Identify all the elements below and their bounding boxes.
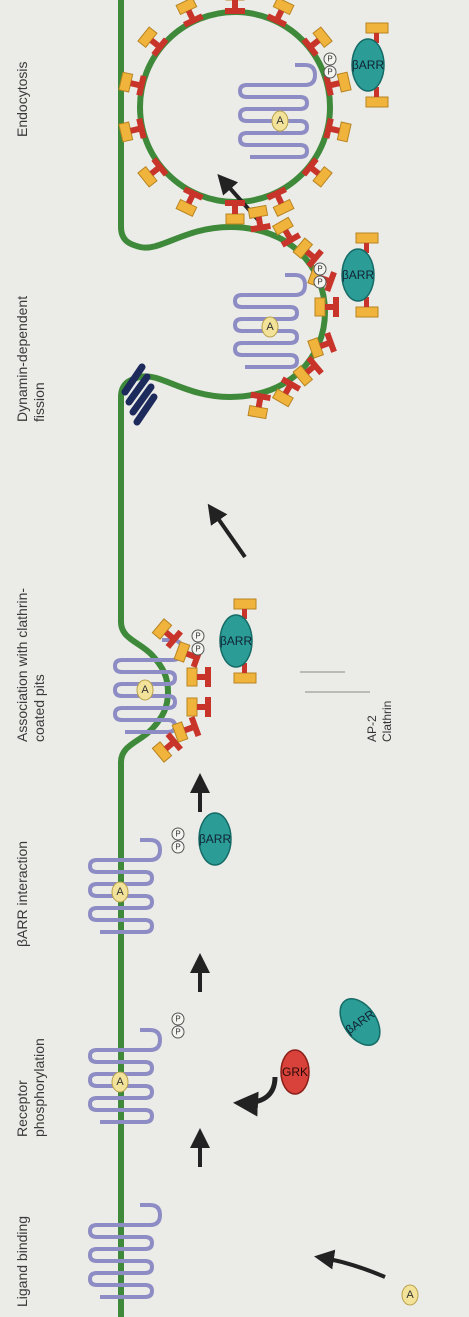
callout-clathrin: Clathrin <box>380 701 394 742</box>
barr-fission: βARR <box>342 249 375 301</box>
svg-text:βARR: βARR <box>220 634 253 648</box>
coat-unit-endosome-1 <box>266 0 294 28</box>
svg-text:P: P <box>175 843 180 852</box>
ligand-in-fission-vesicle: A <box>262 317 278 337</box>
stage-label-ligand-binding: Ligand binding <box>14 1117 31 1307</box>
coat-unit-fission-1 <box>272 376 301 407</box>
svg-text:A: A <box>141 684 149 696</box>
stage-label-receptor-phosphorylation: Receptor phosphorylation <box>14 1007 48 1137</box>
stage-label-endocytosis: Endocytosis <box>14 27 31 137</box>
ligand-in-endosome: A <box>272 111 288 131</box>
barr-in-pit: βARR <box>220 615 253 667</box>
coat-unit-pit-1 <box>172 716 201 743</box>
coat-unit-endosome-12 <box>137 26 168 57</box>
svg-text:P: P <box>175 830 180 839</box>
ligand-bound-stage3: A <box>112 882 128 902</box>
phosphates-stage6: PP <box>324 53 336 78</box>
dynamin-ring <box>125 367 154 422</box>
grk-kinase: GRK <box>281 1050 309 1094</box>
svg-text:P: P <box>327 55 332 64</box>
svg-text:A: A <box>116 886 124 898</box>
svg-text:βARR: βARR <box>352 58 385 72</box>
phosphates-stage2: PP <box>172 1013 184 1038</box>
ligand-free: A <box>402 1285 418 1305</box>
coat-unit-endosome-4 <box>323 118 351 143</box>
stage-label-clathrin-association: Association with clathrin-coated pits <box>14 582 48 742</box>
coat-unit-endosome-0 <box>225 0 245 14</box>
ligand-in-pit: A <box>137 680 153 700</box>
arrow-4 <box>210 507 245 557</box>
coat-unit-fission-0 <box>247 392 271 419</box>
phosphates-stage4: PP <box>192 630 204 655</box>
coat-unit-endosome-13 <box>175 0 203 28</box>
svg-text:P: P <box>317 265 322 274</box>
coat-unit-pit-2 <box>187 697 211 717</box>
coat-unit-endosome-5 <box>301 157 332 188</box>
barr-endosome: βARR <box>352 39 385 91</box>
svg-text:A: A <box>406 1289 414 1301</box>
callout-ap2: AP-2 <box>365 715 379 742</box>
svg-text:P: P <box>195 645 200 654</box>
coat-unit-endosome-6 <box>266 186 294 216</box>
svg-text:P: P <box>195 632 200 641</box>
coat-unit-endosome-8 <box>175 186 203 216</box>
barr-free: βARR <box>332 992 388 1053</box>
coat-unit-pit-3 <box>187 667 211 687</box>
ligand-bound-stage2: A <box>112 1072 128 1092</box>
svg-text:P: P <box>175 1015 180 1024</box>
ligand-approach-arrow <box>318 1257 385 1277</box>
coat-unit-endosome-7 <box>225 200 245 224</box>
coat-unit-endosome-2 <box>301 26 332 57</box>
phosphates-stage3: PP <box>172 828 184 853</box>
svg-text:P: P <box>327 68 332 77</box>
svg-text:βARR: βARR <box>199 832 232 846</box>
svg-text:βARR: βARR <box>342 268 375 282</box>
coat-unit-fission-7 <box>272 217 301 248</box>
stage-label-barr-interaction: βARR interaction <box>14 837 31 947</box>
svg-text:A: A <box>116 1076 124 1088</box>
coat-unit-fission-8 <box>247 205 271 232</box>
svg-text:A: A <box>276 115 284 127</box>
barr-bound-stage3: βARR <box>199 813 232 865</box>
stage-label-dynamin-fission: Dynamin-dependent fission <box>14 292 48 422</box>
coat-unit-endosome-9 <box>137 157 168 188</box>
svg-text:GRK: GRK <box>282 1065 308 1079</box>
svg-text:P: P <box>175 1028 180 1037</box>
svg-text:P: P <box>317 278 322 287</box>
svg-text:A: A <box>266 321 274 333</box>
receptor-ligand-binding <box>90 1205 160 1297</box>
grk-action-arrow <box>238 1077 275 1103</box>
